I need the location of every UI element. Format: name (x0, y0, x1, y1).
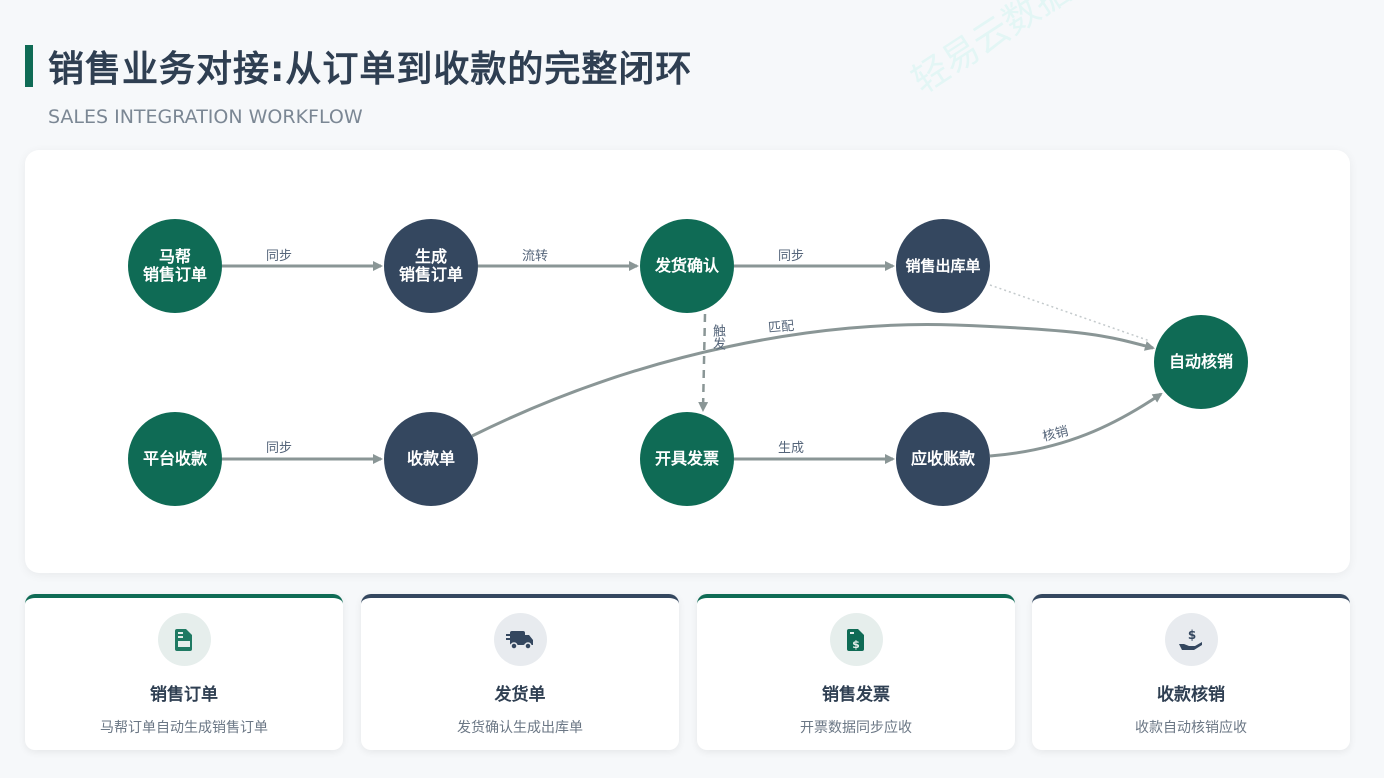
node-platform-payment[interactable]: 平台收款 (128, 412, 222, 506)
card-title: 发货单 (494, 685, 546, 705)
edges-layer (222, 261, 1163, 464)
card-payment-writeoff: $ 收款核销 收款自动核销应收 (1032, 594, 1350, 750)
card-description: 收款自动核销应收 (1135, 720, 1247, 736)
card-description: 开票数据同步应收 (800, 720, 912, 736)
node-sales-outbound[interactable]: 销售出库单 (896, 219, 990, 313)
node-generate-sales-order[interactable]: 生成 销售订单 (384, 219, 478, 313)
node-accounts-receivable[interactable]: 应收账款 (896, 412, 990, 506)
watermark: 轻易云数据集成平台 (900, 0, 1200, 104)
edge-match (471, 323, 1155, 438)
card-description: 马帮订单自动生成销售订单 (100, 720, 268, 736)
document-icon (157, 613, 211, 666)
node-mabang-order[interactable]: 马帮 销售订单 (128, 219, 222, 313)
hand-dollar-icon: $ (1164, 613, 1218, 666)
truck-icon (493, 613, 547, 666)
card-delivery-note: 发货单 发货确认生成出库单 (361, 594, 679, 750)
node-receipt[interactable]: 收款单 (384, 412, 478, 506)
edge-label-sync: 同步 (778, 249, 805, 264)
edge-writeoff (989, 392, 1163, 458)
node-auto-writeoff[interactable]: 自动核销 (1154, 315, 1248, 409)
page-subtitle: SALES INTEGRATION WORKFLOW (48, 106, 363, 128)
card-title: 销售订单 (150, 685, 218, 705)
edge-label-generate: 生成 (778, 441, 805, 456)
edge-label-match: 匹配 (767, 318, 795, 337)
edge-outbound-to-writeoff (989, 284, 1151, 342)
card-sales-order: 销售订单 马帮订单自动生成销售订单 (25, 594, 343, 750)
invoice-dollar-icon: $ (829, 613, 883, 666)
node-shipment-confirm[interactable]: 发货确认 (640, 219, 734, 313)
card-description: 发货确认生成出库单 (457, 720, 583, 736)
svg-text:$: $ (852, 638, 860, 651)
svg-text:$: $ (1188, 628, 1196, 642)
edge-label-sync: 同步 (266, 441, 293, 456)
title-accent-bar (25, 45, 33, 87)
card-title: 收款核销 (1157, 685, 1225, 705)
card-title: 销售发票 (822, 685, 890, 705)
edge-label-sync: 同步 (266, 249, 293, 264)
workflow-diagram: 同步 流转 同步 触发 匹配 同步 生成 核销 马帮 销售订单 生成 销售订单 … (25, 150, 1350, 573)
card-sales-invoice: $ 销售发票 开票数据同步应收 (697, 594, 1015, 750)
edge-label-trigger: 触发 (710, 324, 725, 350)
edge-trigger (698, 313, 709, 412)
page-title: 销售业务对接:从订单到收款的完整闭环 (48, 49, 693, 90)
node-issue-invoice[interactable]: 开具发票 (640, 412, 734, 506)
edge-label-flow: 流转 (522, 249, 549, 264)
